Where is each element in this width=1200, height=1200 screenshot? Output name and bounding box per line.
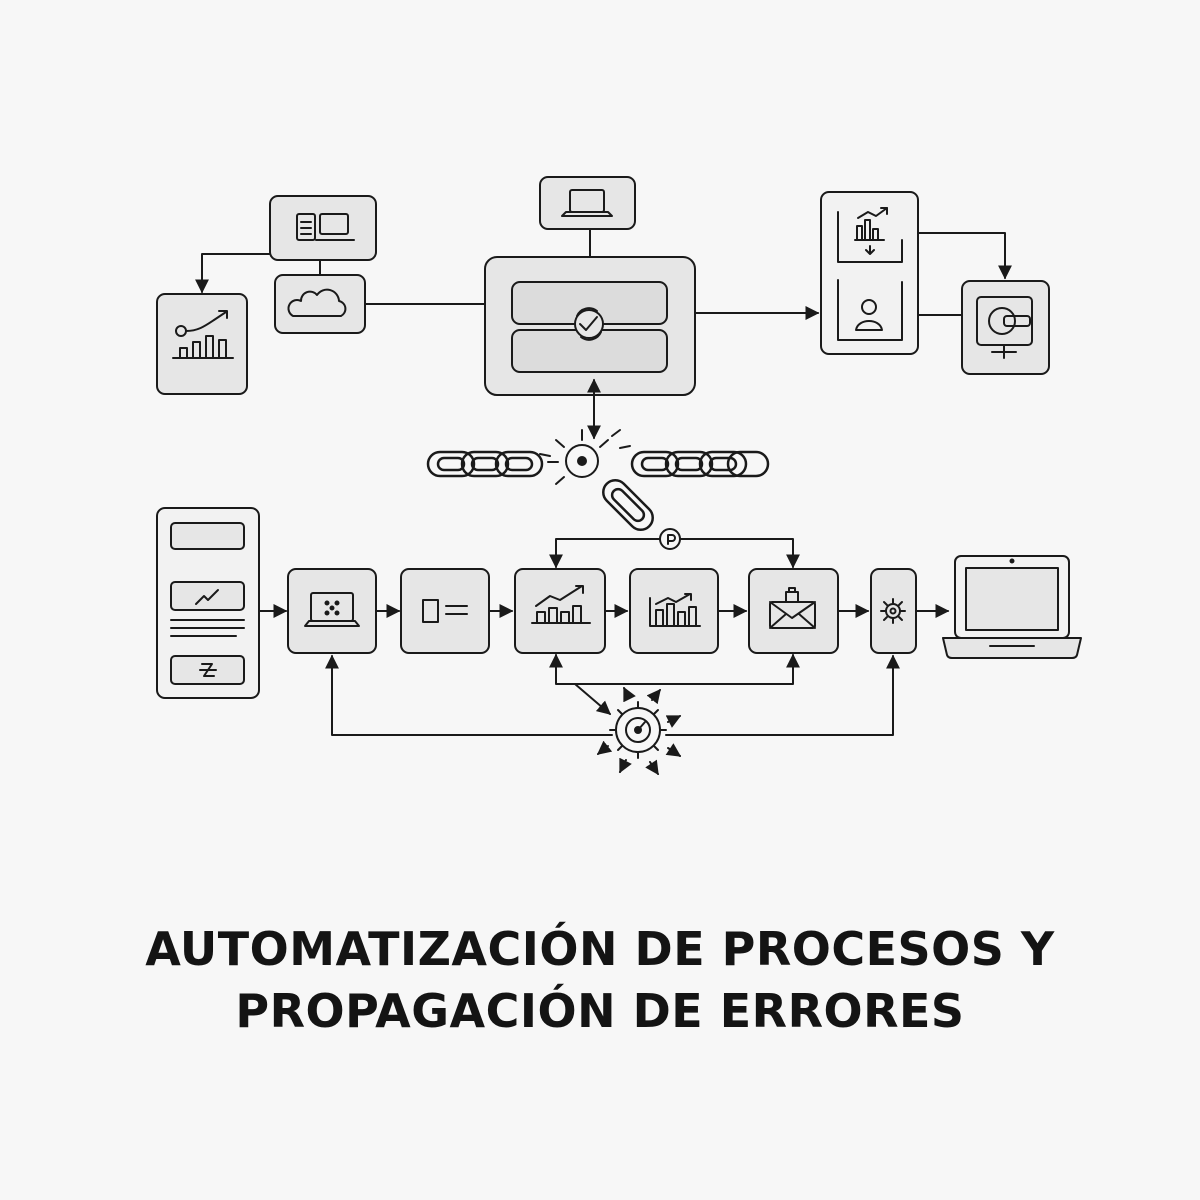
arrow-devices-to-chart [195, 253, 271, 294]
title-line-2: PROPAGACIÓN DE ERRORES [235, 984, 965, 1038]
gear-monitor-box [961, 280, 1050, 375]
diagram-title: AUTOMATIZACIÓN DE PROCESOS Y PROPAGACIÓN… [0, 918, 1200, 1042]
laptop-network-box [287, 568, 377, 654]
gear-icon [880, 598, 906, 624]
broken-link-icon [539, 429, 654, 531]
chain-left-icon [426, 450, 544, 478]
loop-right-return [665, 654, 900, 736]
document-list-icon [422, 599, 468, 623]
laptop-display-icon [942, 555, 1082, 659]
chain-right-icon [630, 450, 770, 478]
central-hub [484, 256, 696, 396]
bar-chart-icon [649, 593, 701, 627]
laptop-box [539, 176, 636, 230]
error-gear-icon [609, 701, 667, 759]
trend-line-icon [195, 589, 219, 605]
trend-chart-icon [531, 585, 591, 624]
report-chart-icon [837, 207, 903, 263]
arrow-to-error-gear [574, 683, 612, 715]
laptop-network-icon [304, 592, 360, 627]
loop-n3-n5 [549, 653, 800, 685]
arrow-pin-left [549, 538, 661, 569]
growth-chart-box [156, 293, 248, 395]
report-panel [820, 191, 919, 355]
gear-monitor-icon [976, 296, 1033, 359]
mail-box [748, 568, 839, 654]
pin-icon [659, 528, 681, 550]
gear-box [870, 568, 917, 654]
growth-chart-icon [172, 310, 234, 359]
check-sync-icon [574, 307, 604, 341]
cloud-box [274, 274, 366, 334]
devices-icon [296, 213, 355, 241]
title-line-1: AUTOMATIZACIÓN DE PROCESOS Y [145, 922, 1055, 976]
bar-chart-box [629, 568, 719, 654]
user-profile-icon [837, 279, 903, 341]
arrow-pin-right [679, 538, 800, 569]
arrow-panel-to-monitor [917, 232, 1012, 280]
error-spread-arrows [596, 686, 682, 776]
document-list-box [400, 568, 490, 654]
shuffle-icon [199, 663, 217, 677]
loop-left-return [325, 654, 613, 736]
trend-chart-box [514, 568, 606, 654]
laptop-icon [561, 189, 613, 217]
cloud-icon [287, 288, 347, 317]
mail-icon [769, 587, 816, 629]
form-panel [156, 507, 260, 699]
devices-box [269, 195, 377, 261]
